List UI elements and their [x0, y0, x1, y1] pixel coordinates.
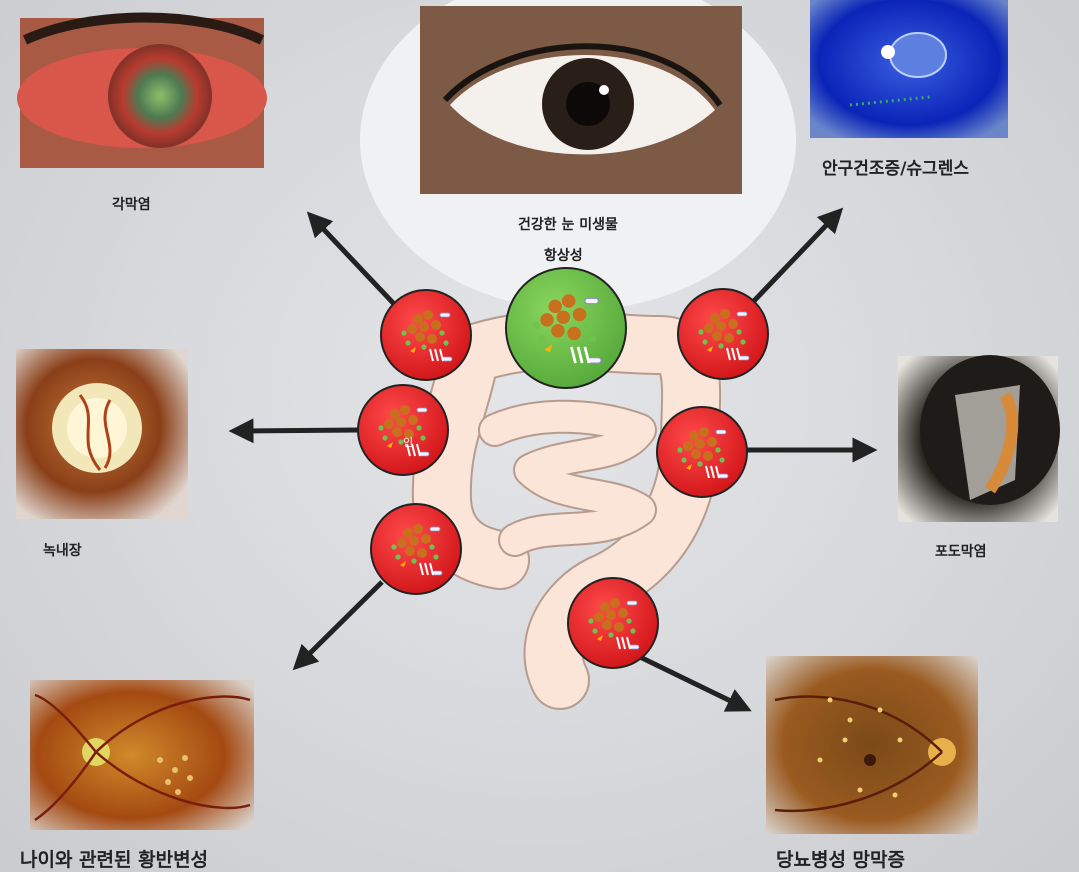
keratitis-image	[17, 12, 267, 168]
keratitis-label: 각막염	[112, 197, 151, 213]
arrow-to-glaucoma	[228, 418, 361, 444]
glaucoma-label: 녹내장	[43, 543, 82, 559]
dysbiosis-badge-text: 인	[403, 436, 413, 449]
dysbiosis-circle	[357, 384, 449, 476]
homeostasis-label: 항상성	[544, 248, 583, 264]
healthy-microbiome-circle	[505, 267, 627, 389]
dry-eye-image	[810, 0, 1008, 138]
dysbiosis-circle	[656, 406, 748, 498]
healthy-eye-image	[420, 6, 742, 194]
dysbiosis-circle	[370, 503, 462, 595]
glaucoma-image	[16, 349, 188, 519]
healthy-eye-label: 건강한 눈 미생물	[518, 217, 618, 233]
uveitis-image	[898, 355, 1060, 522]
uveitis-label: 포도막염	[935, 544, 987, 560]
amd-label: 나이와 관련된 황반변성	[20, 849, 209, 871]
arrow-to-keratitis	[306, 211, 397, 307]
diabetic-retinopathy-label: 당뇨병성 망막증	[776, 849, 905, 871]
arrow-to-amd	[292, 580, 384, 671]
arrow-to-diabetic-retinopathy	[638, 654, 752, 712]
dysbiosis-circle	[380, 289, 472, 381]
arrows	[228, 207, 878, 712]
dry-eye-label: 안구건조증/슈그렌스	[822, 159, 969, 179]
diabetic-retinopathy-image	[766, 656, 978, 834]
dysbiosis-circle	[567, 577, 659, 669]
arrow-to-dry-eye	[750, 207, 844, 305]
amd-image	[30, 680, 254, 830]
dysbiosis-circle	[677, 288, 769, 380]
